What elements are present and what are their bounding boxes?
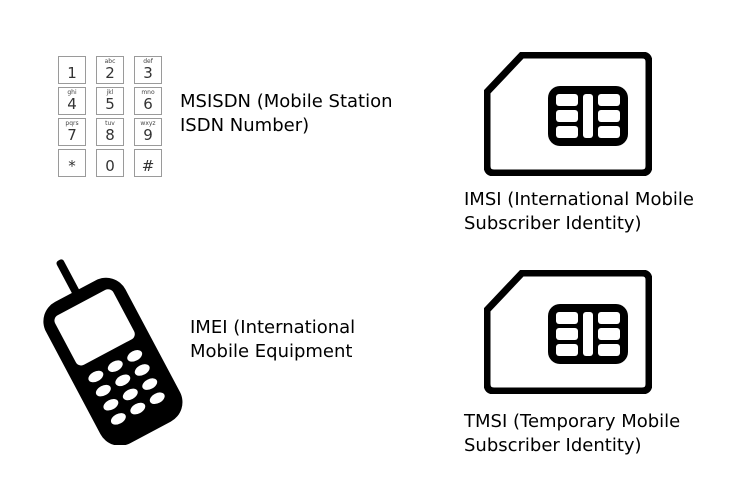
imsi-label-line2: Subscriber Identity): [464, 213, 642, 234]
keypad-key: 0: [96, 149, 124, 177]
msisdn-label: MSISDN (Mobile Station ISDN Number): [180, 90, 393, 138]
sim-chip: [548, 304, 628, 364]
imei-label-line2: Mobile Equipment: [190, 341, 353, 362]
key-letters: pqrs: [65, 120, 79, 127]
sim-card-icon: [484, 270, 652, 394]
key-letters: abc: [104, 58, 116, 65]
sim-card-icon: [484, 52, 652, 176]
key-digit: 3: [143, 64, 153, 82]
tmsi-label-line2: Subscriber Identity): [464, 435, 642, 456]
key-digit: 0: [105, 157, 115, 175]
msisdn-label-line1: MSISDN (Mobile Station: [180, 91, 393, 112]
key-digit: 4: [67, 95, 77, 113]
key-digit: 8: [105, 126, 115, 144]
key-digit: 1: [67, 64, 77, 82]
key-letters: def: [143, 58, 153, 65]
key-digit: 5: [105, 95, 115, 113]
imei-label: IMEI (International Mobile Equipment: [190, 316, 355, 364]
phone-keys: [88, 350, 165, 425]
key-digit: *: [68, 157, 76, 175]
key-letters: wxyz: [140, 120, 156, 127]
key-letters: jkl: [106, 89, 114, 96]
key-letters: ghi: [67, 89, 77, 96]
key-letters: tuv: [105, 120, 115, 127]
imei-label-line1: IMEI (International: [190, 317, 356, 338]
key-digit: 2: [105, 64, 115, 82]
keypad-key: 1: [58, 56, 86, 84]
msisdn-label-line2: ISDN Number): [180, 115, 310, 136]
key-digit: 7: [67, 126, 77, 144]
key-digit: 9: [143, 126, 153, 144]
tmsi-label-line1: TMSI (Temporary Mobile: [464, 411, 681, 432]
key-letters: mno: [141, 89, 155, 96]
sim-chip: [548, 86, 628, 146]
tmsi-label: TMSI (Temporary Mobile Subscriber Identi…: [464, 410, 680, 458]
keypad-key: *: [58, 149, 86, 177]
imsi-label: IMSI (International Mobile Subscriber Id…: [464, 188, 694, 236]
imsi-label-line1: IMSI (International Mobile: [464, 189, 694, 210]
keypad-key: #: [134, 149, 162, 177]
key-digit: #: [141, 157, 155, 175]
mobile-phone-icon: [43, 259, 183, 445]
key-digit: 6: [143, 95, 153, 113]
